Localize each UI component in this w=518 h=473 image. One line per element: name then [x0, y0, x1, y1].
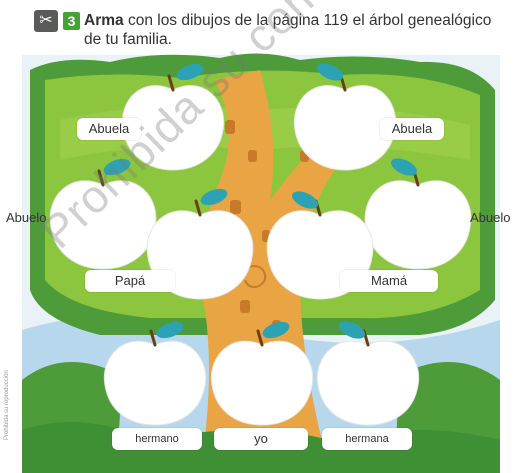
- label-mama: Mamá: [340, 270, 438, 292]
- scissors-icon: ✂: [34, 10, 58, 32]
- instruction-bold: Arma: [84, 12, 124, 29]
- label-papa: Papá: [85, 270, 175, 292]
- instruction-body: con los dibujos de la página 119 el árbo…: [84, 12, 492, 48]
- label-yo: yo: [214, 428, 308, 450]
- label-abuela-left: Abuela: [77, 118, 141, 140]
- label-abuelo-right: Abuelo: [470, 210, 511, 225]
- label-hermana: hermana: [322, 428, 412, 450]
- step-number: 3: [63, 12, 80, 30]
- side-note: Prohibida su reproducción: [4, 370, 10, 440]
- instruction-text: Arma con los dibujos de la página 119 el…: [84, 11, 504, 49]
- label-hermano: hermano: [112, 428, 202, 450]
- label-abuelo-left: Abuelo: [6, 210, 47, 225]
- label-abuela-right: Abuela: [380, 118, 444, 140]
